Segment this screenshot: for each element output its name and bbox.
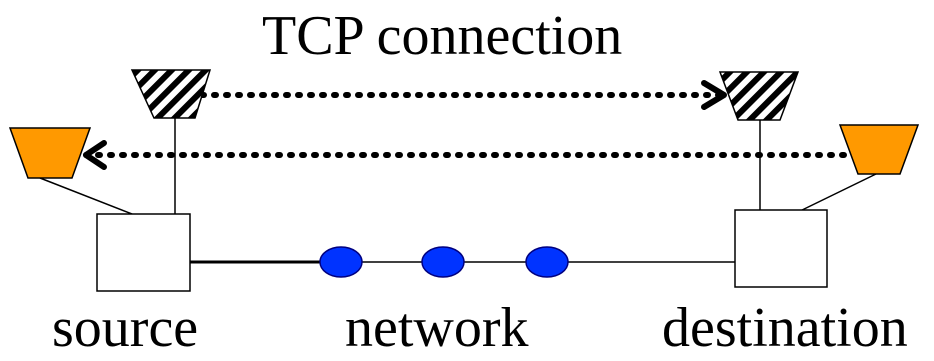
tcp-arrowhead-right [701,80,727,110]
router-1 [319,246,363,278]
router-2 [421,246,465,278]
destination-app-socket-icon [838,124,920,175]
source-tcp-socket-icon [130,69,212,119]
source-host-box [96,213,191,292]
source-app-socket-link [39,177,133,215]
source-app-socket-icon [8,127,92,179]
return-arrowhead-left [83,140,107,170]
destination-host-box [734,209,828,288]
dest-app-socket-link [797,173,877,213]
source-label: source [52,297,199,359]
diagram-title: TCP connection [262,5,623,67]
network-label: network [345,297,529,359]
router-3 [525,246,569,278]
destination-tcp-socket-icon [718,71,800,121]
destination-label: destination [662,297,908,359]
